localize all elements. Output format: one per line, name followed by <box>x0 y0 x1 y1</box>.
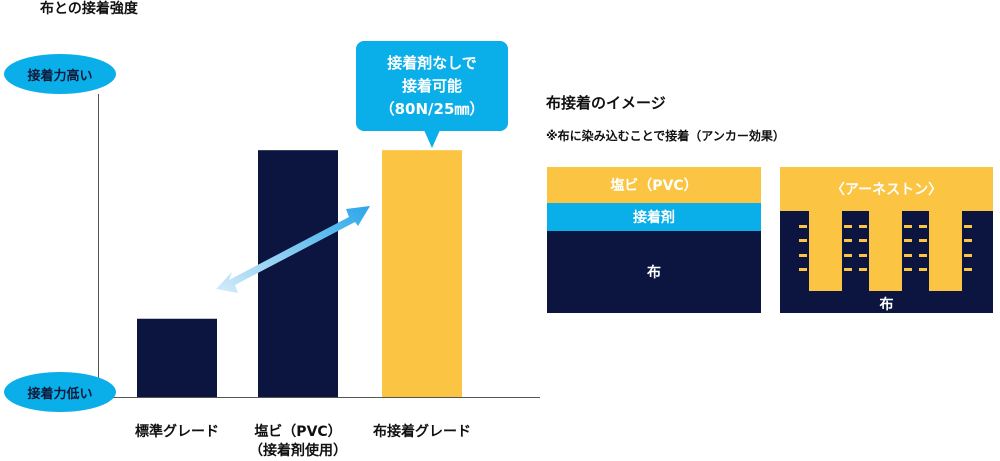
fiber-mark <box>919 254 927 257</box>
anchor-peg <box>929 211 962 291</box>
fiber-mark <box>919 268 927 271</box>
x-tick-label-line: （接着剤使用） <box>249 443 347 459</box>
fiber-mark <box>799 268 807 271</box>
x-tick-label-3: 布接着グレード <box>362 423 482 442</box>
fiber-mark <box>844 254 852 257</box>
fiber-mark <box>799 225 807 228</box>
x-tick-label-2: 塩ビ（PVC） （接着剤使用） <box>238 423 358 461</box>
fiber-mark <box>799 239 807 242</box>
fiber-mark <box>964 268 972 271</box>
fiber-mark <box>904 225 912 228</box>
fiber-mark <box>859 254 867 257</box>
fiber-mark <box>964 254 972 257</box>
callout-tail <box>424 130 440 148</box>
x-tick-label-line: 標準グレード <box>135 424 219 440</box>
anchor-peg <box>869 211 902 291</box>
fiber-mark <box>964 239 972 242</box>
callout-box: 接着剤なしで 接着可能 （80N/25㎜） <box>356 41 508 131</box>
comparison-arrow <box>216 206 370 293</box>
fiber-mark <box>919 225 927 228</box>
x-axis-line <box>98 397 540 398</box>
bar-3 <box>382 150 462 397</box>
fiber-mark <box>859 225 867 228</box>
fiber-mark <box>844 239 852 242</box>
fiber-mark <box>964 225 972 228</box>
callout-line-3: （80N/25㎜） <box>379 99 485 118</box>
illustration-note: ※布に染み込むことで接着（アンカー効果） <box>546 129 785 143</box>
callout-line-2: 接着可能 <box>401 76 462 95</box>
earneston-layer: 〈アーネストン〉 <box>780 167 993 211</box>
fiber-mark <box>799 254 807 257</box>
cloth-label-right: 布 <box>879 297 894 313</box>
fiber-mark <box>844 268 852 271</box>
y-axis-line <box>98 94 99 397</box>
bar-chart <box>137 150 462 397</box>
adhesive-layer: 接着剤 <box>547 203 761 231</box>
pvc-layer: 塩ビ（PVC） <box>547 167 761 203</box>
fiber-mark <box>859 239 867 242</box>
bar-2 <box>258 150 338 397</box>
y-axis-high-label: 接着力高い <box>4 54 116 94</box>
bar-1 <box>137 318 217 397</box>
y-axis-low-label: 接着力低い <box>4 372 116 412</box>
x-tick-label-line: 布接着グレード <box>373 424 471 440</box>
page-title: 布との接着強度 <box>40 1 138 17</box>
illustration-title: 布接着のイメージ <box>546 94 666 112</box>
fiber-mark <box>844 225 852 228</box>
fiber-mark <box>859 268 867 271</box>
cloth-layer-left: 布 <box>547 231 761 313</box>
fiber-mark <box>904 254 912 257</box>
anchor-peg <box>809 211 842 291</box>
fiber-mark <box>904 239 912 242</box>
fiber-mark <box>904 268 912 271</box>
x-tick-label-line: 塩ビ（PVC） <box>254 424 342 440</box>
fiber-mark <box>919 239 927 242</box>
x-tick-label-1: 標準グレード <box>117 423 237 442</box>
callout-line-1: 接着剤なしで <box>387 53 477 72</box>
